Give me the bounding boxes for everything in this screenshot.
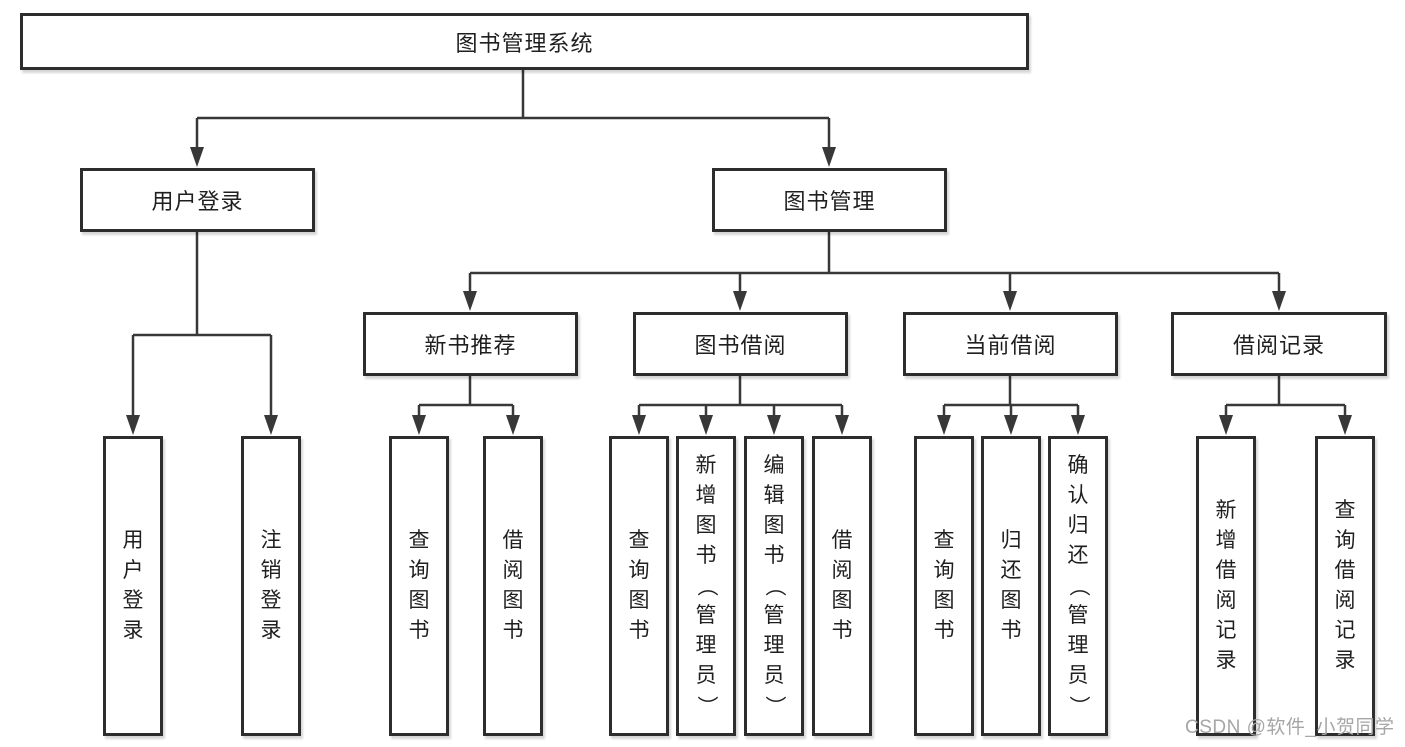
arrowhead-down-icon [632, 415, 646, 435]
node-book-borrowing: 图书借阅 [633, 312, 848, 376]
arrowhead-down-icon [1272, 291, 1286, 311]
leaf-return-books: 归还图书 [981, 436, 1041, 736]
arrowhead-down-icon [506, 415, 520, 435]
leaf-user-login: 用户登录 [103, 436, 163, 736]
arrowhead-down-icon [822, 147, 836, 167]
arrowhead-down-icon [1219, 415, 1233, 435]
leaf-add-books-admin: 新增图书（管理员） [676, 436, 736, 736]
node-new-book-recommendation: 新书推荐 [363, 312, 578, 376]
arrowhead-down-icon [733, 291, 747, 311]
node-label: 图书管理系统 [455, 30, 594, 56]
connector-root-to-level2 [195, 70, 831, 147]
leaf-query-borrow-record: 查询借阅记录 [1315, 436, 1375, 736]
node-label: 借阅记录 [1232, 333, 1325, 358]
arrowhead-down-icon [1004, 415, 1018, 435]
arrowhead-down-icon [463, 291, 477, 311]
node-label: 新书推荐 [424, 333, 517, 358]
node-book-management: 图书管理 [712, 168, 947, 232]
csdn-watermark: CSDN @软件_小贺同学 [1185, 717, 1395, 738]
leaf-add-borrow-record: 新增借阅记录 [1196, 436, 1256, 736]
leaf-edit-books-admin: 编辑图书（管理员） [744, 436, 804, 736]
arrowhead-down-icon [1071, 415, 1085, 435]
arrowhead-down-icon [190, 147, 204, 167]
leaf-confirm-return-admin: 确认归还（管理员） [1048, 436, 1108, 736]
node-label: 用户登录 [151, 189, 244, 214]
node-label: 图书借阅 [694, 333, 787, 358]
node-user-login: 用户登录 [80, 168, 315, 232]
node-library-management-system: 图书管理系统 [20, 13, 1029, 70]
connector-records-to-leaves [1224, 376, 1347, 417]
arrowhead-down-icon [1003, 291, 1017, 311]
node-borrowing-records: 借阅记录 [1171, 312, 1387, 376]
leaf-logout: 注销登录 [241, 436, 301, 736]
arrowhead-down-icon [937, 415, 951, 435]
node-label: 当前借阅 [964, 333, 1057, 358]
node-label: 图书管理 [783, 189, 876, 214]
leaf-query-books: 查询图书 [914, 436, 974, 736]
arrowhead-down-icon [126, 415, 140, 435]
arrowhead-down-icon [835, 415, 849, 435]
leaf-query-books: 查询图书 [389, 436, 449, 736]
arrowhead-down-icon [1338, 415, 1352, 435]
connector-borrow-to-leaves [637, 376, 844, 417]
connector-mgmt-to-level3 [468, 232, 1281, 291]
leaf-query-books: 查询图书 [609, 436, 669, 736]
arrowhead-down-icon [767, 415, 781, 435]
arrowhead-down-icon [412, 415, 426, 435]
leaf-borrow-books: 借阅图书 [483, 436, 543, 736]
connector-newbook-to-leaves [417, 376, 515, 417]
arrowhead-down-icon [699, 415, 713, 435]
connector-login-to-leaves [131, 232, 273, 415]
arrowhead-down-icon [264, 415, 278, 435]
leaf-borrow-books: 借阅图书 [812, 436, 872, 736]
node-current-borrowing: 当前借阅 [903, 312, 1118, 376]
connector-current-to-leaves [942, 376, 1080, 417]
